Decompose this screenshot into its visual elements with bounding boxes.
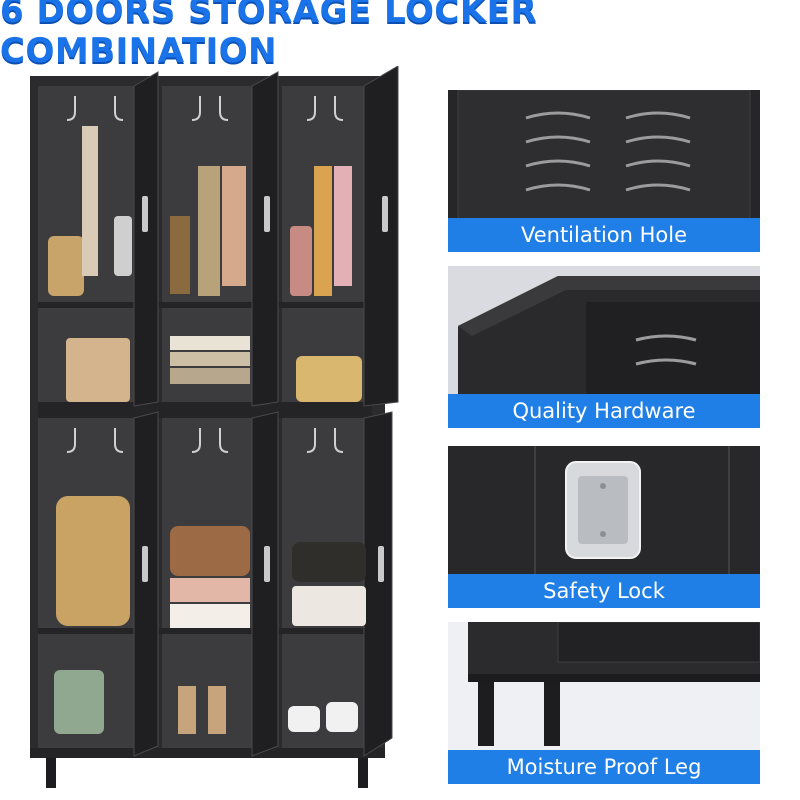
- title-banner: 6 DOORS STORAGE LOCKER COMBINATION: [0, 0, 800, 71]
- locker-illustration: [30, 66, 399, 788]
- feature-caption: Moisture Proof Leg: [448, 750, 760, 784]
- feature-ventilation: Ventilation Hole: [448, 90, 760, 252]
- feature-hardware: Quality Hardware: [448, 266, 760, 428]
- feature-caption: Quality Hardware: [448, 394, 760, 428]
- feature-leg: Moisture Proof Leg: [448, 622, 760, 784]
- feature-caption: Ventilation Hole: [448, 218, 760, 252]
- feature-caption: Safety Lock: [448, 574, 760, 608]
- page-title: 6 DOORS STORAGE LOCKER COMBINATION: [0, 0, 538, 71]
- feature-lock: Safety Lock: [448, 446, 760, 608]
